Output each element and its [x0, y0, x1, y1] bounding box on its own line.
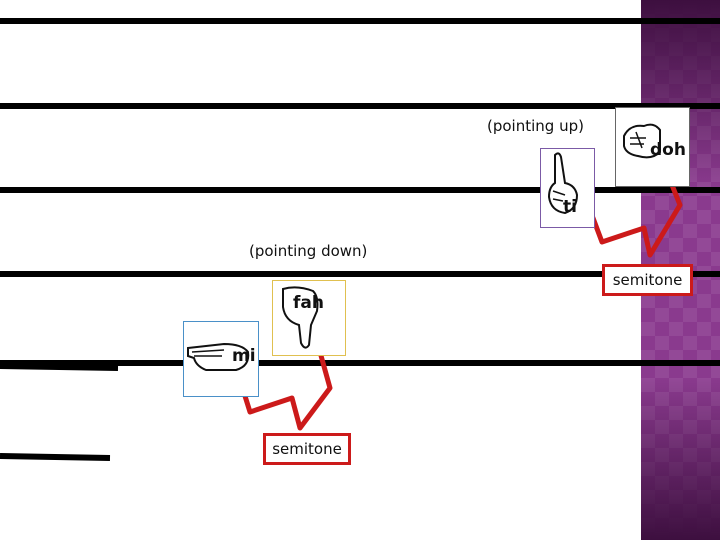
semitone-bracket-upper	[587, 179, 683, 258]
flat-hand-icon	[187, 342, 250, 371]
ti-label: ti	[563, 197, 577, 217]
semitone-bracket-lower	[237, 351, 333, 431]
ledger-line-1	[0, 363, 119, 371]
doh-hand-sign-card: doh	[615, 107, 690, 187]
semitone-label-upper: semitone	[602, 264, 693, 296]
fah-label: fah	[293, 293, 324, 313]
thumb-down-hand-icon	[282, 286, 319, 349]
ledger-line-2	[0, 453, 111, 461]
semitone-label-lower: semitone	[263, 433, 351, 465]
doh-label: doh	[650, 140, 686, 160]
pointing-up-hand-icon	[547, 152, 579, 215]
fah-hand-sign-card: fah	[272, 280, 346, 356]
ti-hand-sign-card: ti	[540, 148, 595, 228]
pointing-up-caption: (pointing up)	[487, 117, 584, 135]
pointing-down-caption: (pointing down)	[249, 242, 368, 260]
mi-hand-sign-card: mi	[183, 321, 259, 397]
mi-label: mi	[232, 346, 256, 366]
fist-hand-icon	[623, 123, 661, 159]
